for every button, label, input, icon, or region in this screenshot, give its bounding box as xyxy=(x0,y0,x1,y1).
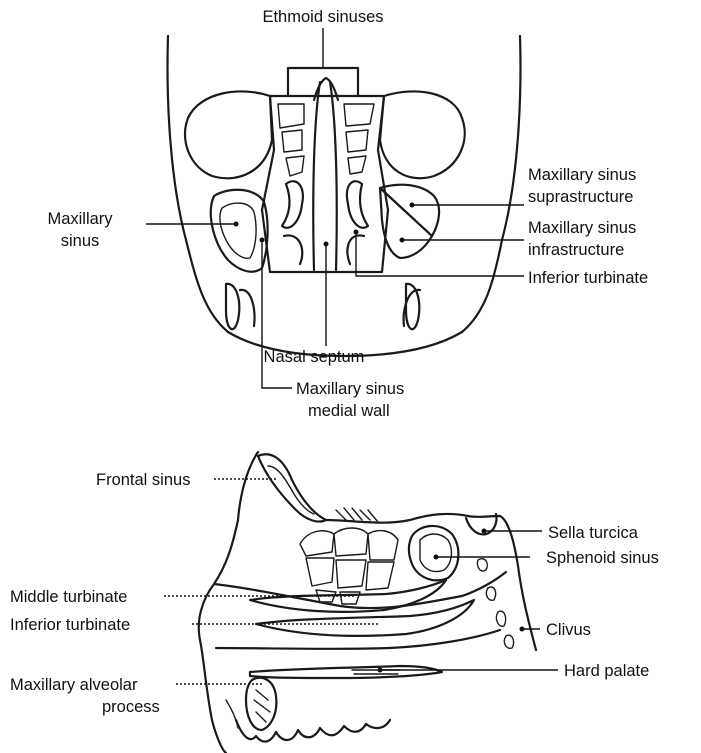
hard-palate-dot xyxy=(378,668,383,673)
label-suprastructure-2: suprastructure xyxy=(528,188,633,206)
label-frontal-sinus: Frontal sinus xyxy=(96,471,190,489)
left-maxillary-sinus xyxy=(211,190,268,272)
label-sella-turcica: Sella turcica xyxy=(548,524,639,542)
medial-wall-dot xyxy=(260,238,265,243)
label-hard-palate: Hard palate xyxy=(564,662,649,680)
label-inferior-turbinate-coronal: Inferior turbinate xyxy=(528,269,648,287)
maxillary-sinus-dot xyxy=(234,222,239,227)
alveolar-process-shape xyxy=(246,678,276,730)
label-maxillary-sinus-1: Maxillary xyxy=(47,210,113,228)
label-middle-turbinate: Middle turbinate xyxy=(10,588,127,606)
ethmoid-cells xyxy=(278,104,374,176)
left-orbit xyxy=(185,91,272,178)
label-alveolar-1: Maxillary alveolar xyxy=(10,676,138,694)
label-alveolar-2: process xyxy=(102,698,160,716)
hard-palate-shape xyxy=(250,666,442,678)
sphenoid-sinus-dot xyxy=(434,555,439,560)
sphenoid-sinus-inner xyxy=(420,534,451,572)
label-inferior-turbinate-sagittal: Inferior turbinate xyxy=(10,616,130,634)
infrastructure-dot xyxy=(400,238,405,243)
coronal-view: Ethmoid sinuses Maxillary sinus Maxillar… xyxy=(47,8,648,420)
sagittal-view: Frontal sinus Sella turcica Sphenoid sin… xyxy=(10,452,659,753)
right-orbit xyxy=(380,91,465,178)
upper-lip xyxy=(226,700,238,728)
sagittal-ethmoid-cells xyxy=(300,528,398,604)
coronal-turbinates xyxy=(282,181,368,264)
label-nasal-septum: Nasal septum xyxy=(264,348,365,366)
inferior-turbinate-shape xyxy=(256,600,474,636)
label-clivus: Clivus xyxy=(546,621,591,639)
alveolar-texture xyxy=(254,690,270,722)
suprastructure-dot xyxy=(410,203,415,208)
left-maxillary-sinus-inner xyxy=(220,203,256,258)
inferior-turbinate-dot xyxy=(354,230,359,235)
label-sphenoid-sinus: Sphenoid sinus xyxy=(546,549,659,567)
nasal-septum-dot xyxy=(324,242,329,247)
nasal-floor xyxy=(216,630,500,649)
frontal-sinus-inner xyxy=(268,466,314,514)
clivus-dot xyxy=(520,627,525,632)
label-maxillary-sinus-2: sinus xyxy=(61,232,100,250)
sella-turcica-dot xyxy=(482,529,487,534)
label-suprastructure-1: Maxillary sinus xyxy=(528,166,636,184)
label-infrastructure-1: Maxillary sinus xyxy=(528,219,636,237)
label-medial-wall-1: Maxillary sinus xyxy=(296,380,404,398)
face-profile xyxy=(199,452,258,753)
label-infrastructure-2: infrastructure xyxy=(528,241,624,259)
coronal-teeth xyxy=(226,284,420,329)
label-medial-wall-2: medial wall xyxy=(308,402,390,420)
frontal-sinus-shape xyxy=(258,454,326,521)
skull-outline xyxy=(168,36,521,332)
label-ethmoid-sinuses: Ethmoid sinuses xyxy=(262,8,383,26)
teeth-row xyxy=(236,720,390,742)
